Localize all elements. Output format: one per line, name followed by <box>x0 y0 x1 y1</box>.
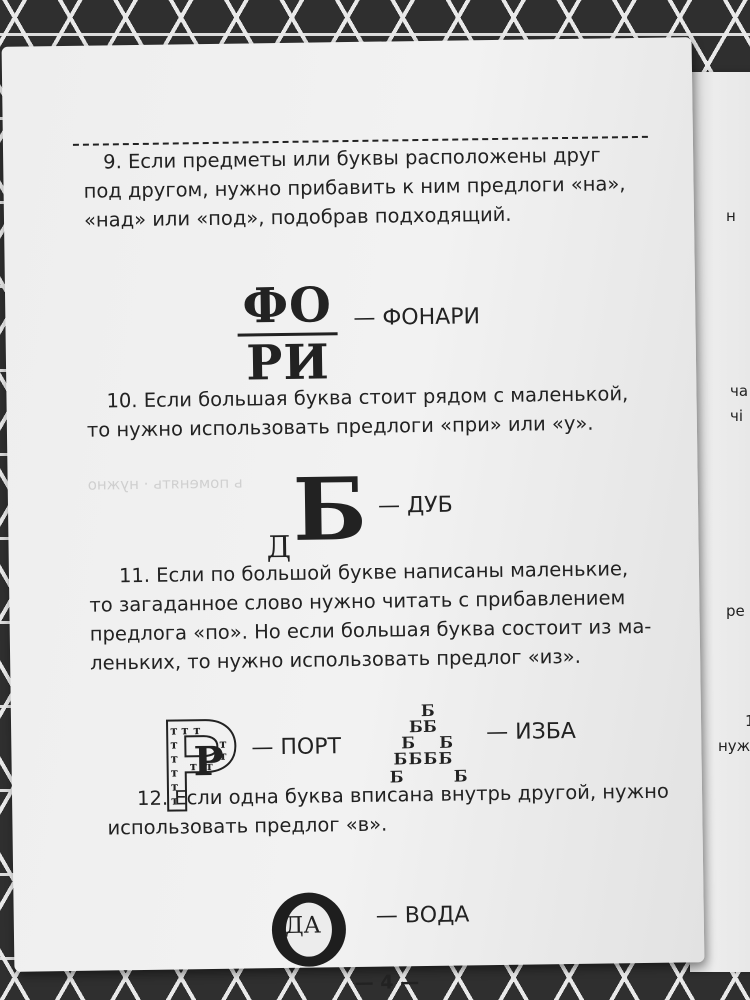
rule-10-line-2: то нужно использовать предлоги «при» или… <box>86 411 594 442</box>
voda-answer: — ВОДА <box>375 902 470 929</box>
port-rebus: т т т т т т т т т т т т Р <box>161 716 240 815</box>
port-small-letter: т <box>170 751 179 766</box>
rule-9-line-2: под другом, нужно прибавить к ним предло… <box>83 172 626 203</box>
port-big-letter: Р <box>193 737 224 786</box>
rebus-top-letters: ФО <box>242 277 333 335</box>
fonari-answer: — ФОНАРИ <box>353 304 481 331</box>
right-page-fragment: ре <box>726 602 745 620</box>
rule-12-line-2: использовать предлог «в». <box>107 812 388 840</box>
port-small-letter: т <box>170 765 179 780</box>
dub-big-letter: Б <box>292 458 368 561</box>
booklet-page: 9. Если предметы или буквы расположены д… <box>1 37 705 994</box>
port-small-letter: т <box>193 723 201 738</box>
fonari-rebus: ФО РИ <box>233 277 342 392</box>
izba-small-letter: Б <box>422 716 437 737</box>
izba-answer: — ИЗБА <box>486 718 577 746</box>
page-number: — 4 — <box>354 971 420 995</box>
bleed-through-text: ь поменять · нужно <box>87 473 243 494</box>
right-page-fragment: 1 <box>745 712 750 730</box>
big-letter-r-outline <box>165 719 237 812</box>
port-small-letter: т <box>170 737 178 752</box>
izba-small-letter: Б <box>438 748 453 768</box>
port-answer: — ПОРТ <box>251 734 342 761</box>
right-page-fragment: нуж <box>718 737 750 755</box>
dub-answer: — ДУБ <box>377 492 453 519</box>
right-page-fragment: ча <box>730 382 749 400</box>
voda-inner-letters: ДА <box>284 912 322 939</box>
port-small-letter: т <box>170 723 178 738</box>
rule-11-line-4: леньких, то нужно использовать предлог «… <box>90 644 581 675</box>
izba-small-letter: Б <box>393 749 408 769</box>
rule-9-line-1: 9. Если предметы или буквы расположены д… <box>103 143 601 174</box>
izba-small-letter: Б <box>423 748 438 769</box>
rebus-bottom-letters: РИ <box>245 334 331 392</box>
izba-small-letter: Б <box>408 749 423 769</box>
right-page-fragment: чі <box>730 407 744 425</box>
rule-9-line-3: «над» или «под», подобрав подходящий. <box>83 202 512 232</box>
rule-11-line-1: 11. Если по большой букве написаны мален… <box>118 557 629 588</box>
right-page-fragment: н <box>726 207 736 225</box>
port-small-letter: т <box>181 723 189 738</box>
